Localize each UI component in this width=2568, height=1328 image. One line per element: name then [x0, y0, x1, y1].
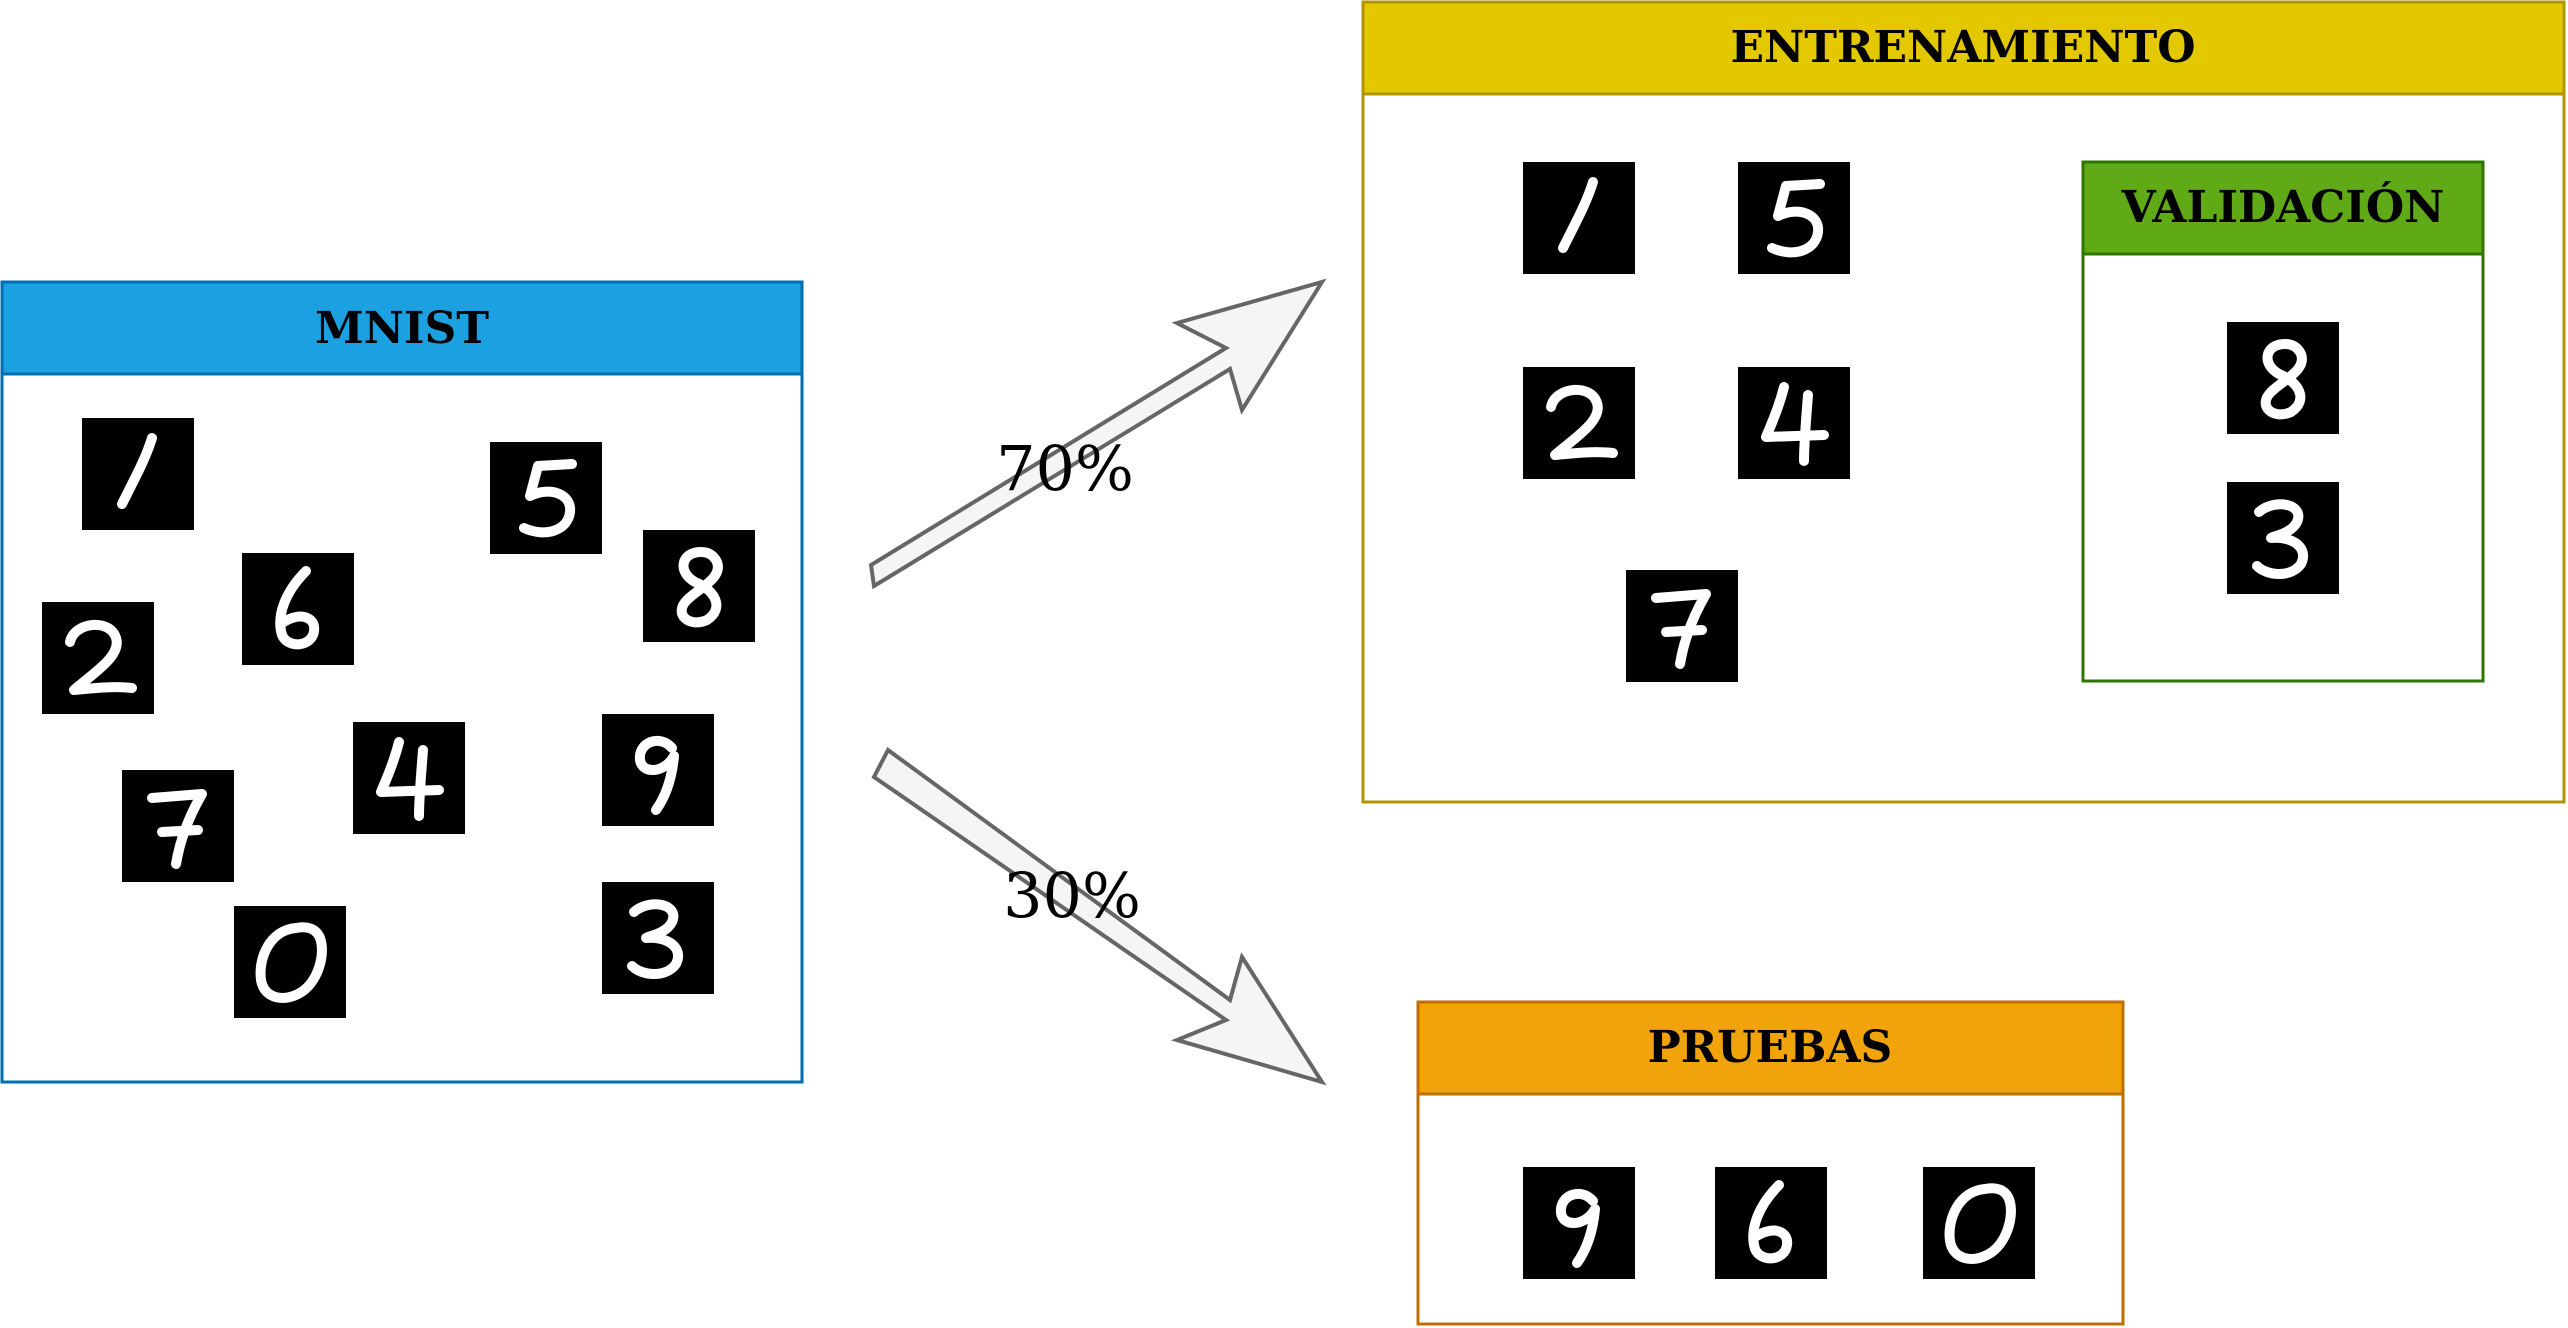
- test-split-label: 30%: [1003, 859, 1141, 932]
- handwritten-digit-7: [1651, 589, 1711, 669]
- digit-tile-7: [1626, 570, 1738, 682]
- handwritten-digit-7: [147, 789, 207, 869]
- entrenamiento-box-title: ENTRENAMIENTO: [1730, 22, 2195, 73]
- handwritten-digit-2: [65, 619, 137, 695]
- handwritten-digit-3: [627, 899, 683, 979]
- digit-tile-5: [490, 442, 602, 554]
- handwritten-digit-6: [275, 566, 320, 650]
- handwritten-digit-8: [676, 547, 723, 628]
- digit-tile-7: [122, 770, 234, 882]
- test-arrow: 30%: [871, 747, 1327, 1086]
- handwritten-digit-8: [2260, 339, 2307, 420]
- handwritten-digit-4: [1761, 382, 1829, 466]
- validacion-box: VALIDACIÓN: [2081, 160, 2485, 683]
- digit-tile-0: [1923, 1167, 2035, 1279]
- digit-tile-1: [1523, 162, 1635, 274]
- mnist-box-title: MNIST: [315, 303, 489, 354]
- digit-tile-8: [643, 530, 755, 642]
- digit-tile-2: [42, 602, 154, 714]
- digit-tile-0: [234, 906, 346, 1018]
- train-split-label: 70%: [996, 432, 1134, 505]
- pruebas-box-header: [1416, 1000, 2125, 1096]
- mnist-digit-group: [42, 418, 755, 1018]
- digit-tile-3: [2227, 482, 2339, 594]
- digit-tile-8: [2227, 322, 2339, 434]
- digit-tile-9: [1523, 1167, 1635, 1279]
- entrenamiento-box-header: [1361, 0, 2566, 96]
- train-arrow: 70%: [868, 278, 1327, 590]
- handwritten-digit-2: [1546, 384, 1618, 460]
- pruebas-box-title: PRUEBAS: [1648, 1022, 1893, 1073]
- validacion-box-header: [2081, 160, 2485, 256]
- handwritten-digit-3: [2252, 499, 2308, 579]
- digit-tile-6: [242, 553, 354, 665]
- pruebas-digit-group: [1523, 1167, 2035, 1279]
- handwritten-digit-1: [117, 433, 157, 509]
- handwritten-digit-9: [1556, 1188, 1600, 1268]
- validacion-digit-group: [2227, 322, 2339, 594]
- entrenamiento-digit-group: [1523, 162, 1850, 682]
- handwritten-digit-5: [519, 459, 577, 538]
- digit-tile-9: [602, 714, 714, 826]
- test-split-arrow: [871, 747, 1327, 1086]
- digit-tile-background: [1738, 367, 1850, 479]
- mnist-box: MNIST: [0, 280, 804, 1084]
- handwritten-digit-5: [1767, 179, 1825, 258]
- handwritten-digit-0: [1944, 1183, 2016, 1264]
- digit-tile-background: [353, 722, 465, 834]
- handwritten-digit-4: [376, 737, 444, 821]
- handwritten-digit-6: [1748, 1180, 1793, 1264]
- handwritten-digit-9: [635, 735, 679, 815]
- digit-tile-6: [1715, 1167, 1827, 1279]
- train-split-arrow: [868, 278, 1327, 590]
- validacion-box-title: VALIDACIÓN: [2121, 180, 2445, 233]
- digit-tile-5: [1738, 162, 1850, 274]
- digit-tile-background: [1523, 367, 1635, 479]
- handwritten-digit-0: [255, 922, 327, 1003]
- mnist-box-header: [0, 280, 804, 376]
- digit-tile-3: [602, 882, 714, 994]
- digit-tile-4: [1738, 367, 1850, 479]
- digit-tile-1: [82, 418, 194, 530]
- pruebas-box: PRUEBAS: [1416, 1000, 2125, 1326]
- digit-tile-2: [1523, 367, 1635, 479]
- digit-tile-background: [42, 602, 154, 714]
- handwritten-digit-1: [1558, 177, 1598, 253]
- digit-tile-4: [353, 722, 465, 834]
